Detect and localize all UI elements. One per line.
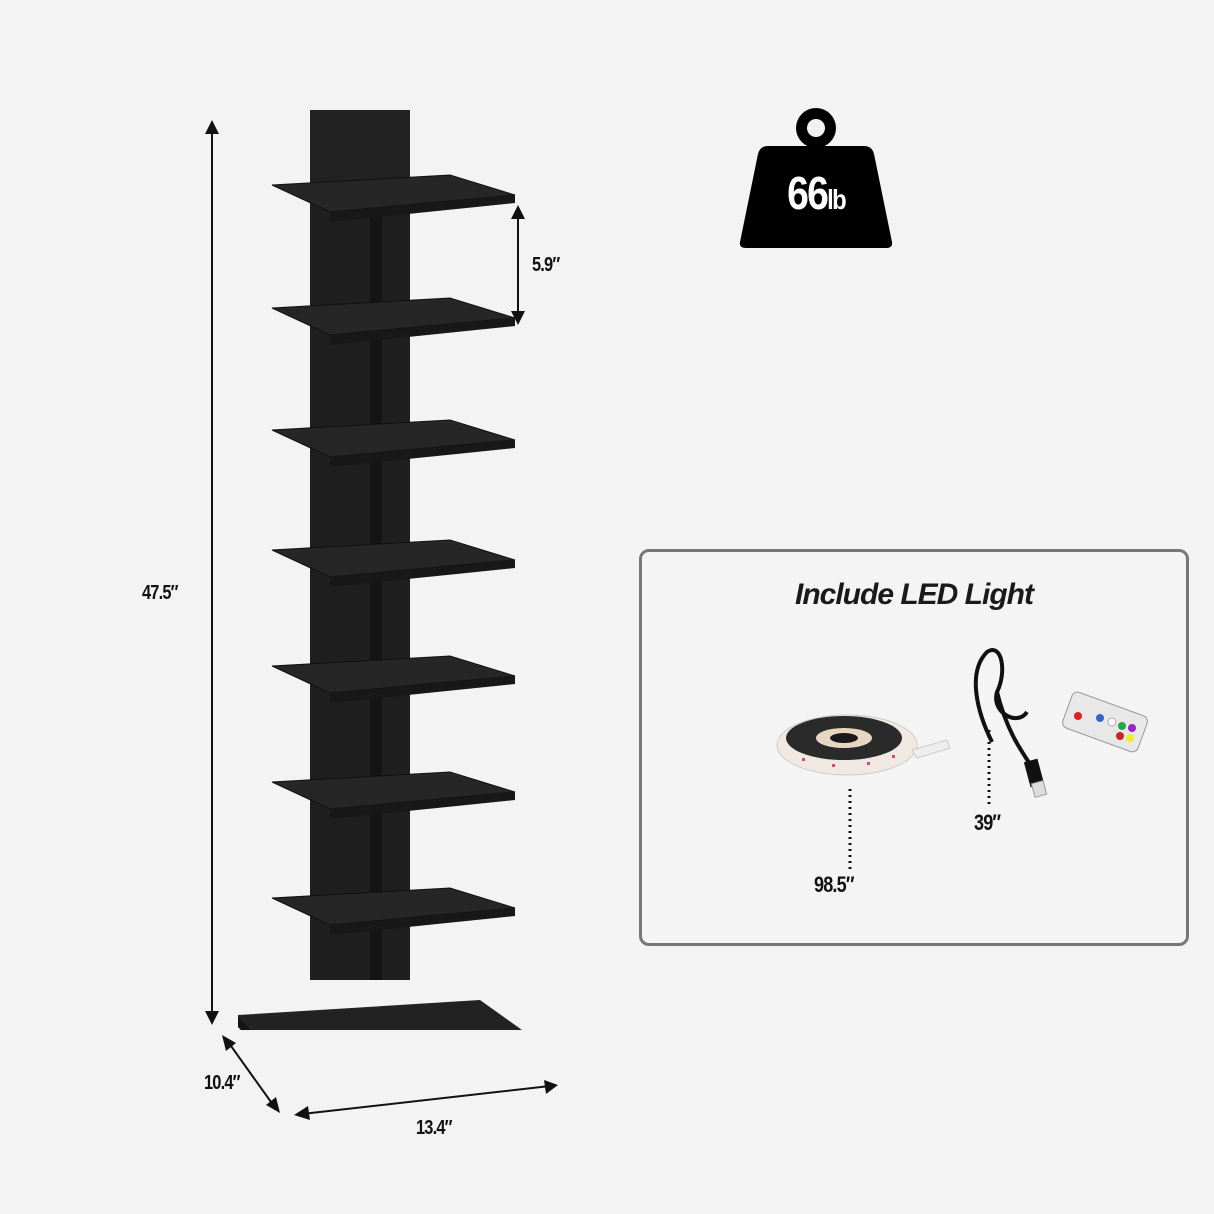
width-label: 13.4″: [416, 1117, 452, 1139]
strip-length-leader: [848, 789, 852, 871]
weight-value: 66lb: [787, 167, 847, 219]
strip-length-label: 98.5″: [814, 872, 854, 897]
led-panel-title: Include LED Light: [795, 578, 1034, 611]
led-light-panel: Include LED Light 98.5″ 39″: [639, 549, 1189, 946]
weight-badge: 66lb: [738, 104, 894, 250]
remote-control-icon: [1062, 691, 1148, 753]
led-strip-reel-icon: [776, 714, 951, 776]
depth-dimension-arrow: [222, 1035, 280, 1113]
width-dimension-arrow: [294, 1080, 558, 1120]
height-dimension-arrow: [205, 120, 219, 1025]
bookshelf-tower: [238, 110, 522, 1030]
height-label: 47.5″: [142, 582, 178, 604]
cable-length-leader: [987, 730, 991, 806]
shelf-spacing-label: 5.9″: [532, 254, 560, 276]
usb-cable-icon: [973, 648, 1048, 798]
shelf-spacing-arrow: [511, 205, 525, 325]
cable-length-label: 39″: [974, 810, 1001, 835]
depth-label: 10.4″: [204, 1072, 240, 1094]
weight-icon: [739, 108, 893, 248]
